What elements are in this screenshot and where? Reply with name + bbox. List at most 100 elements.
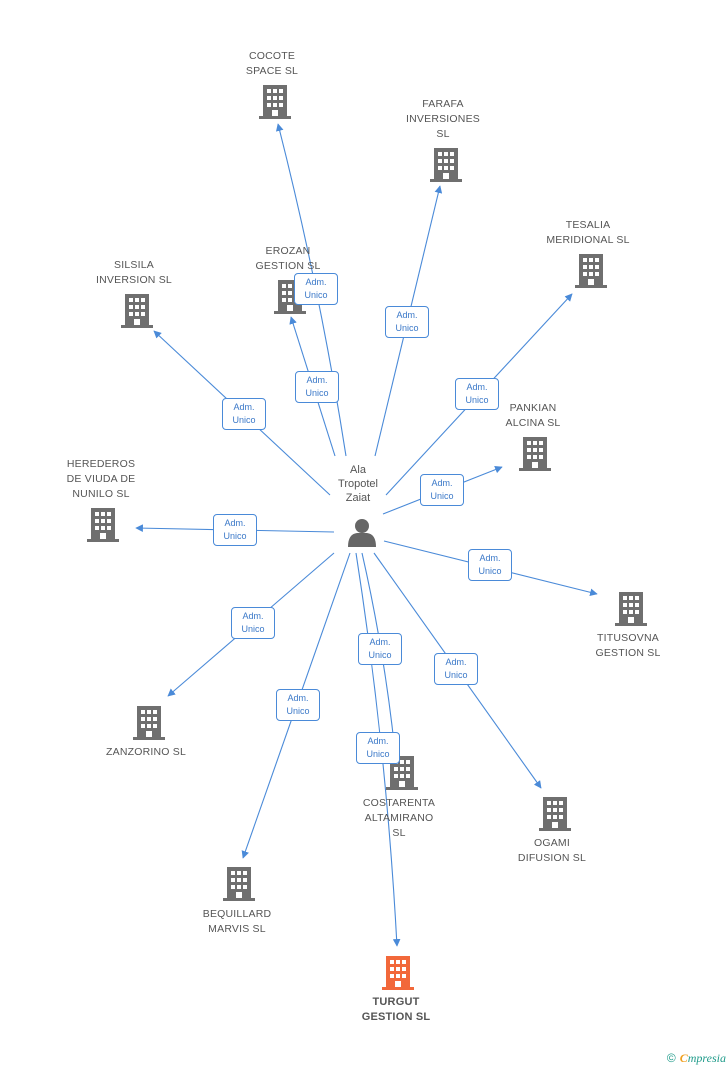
edge-label-silsila[interactable]: Adm. Unico xyxy=(222,398,266,430)
person-name-line: Ala xyxy=(350,464,366,476)
edge-label-line: Unico xyxy=(478,566,502,576)
company-name-line: ALTAMIRANO xyxy=(364,812,434,824)
edge-label-tesalia[interactable]: Adm. Unico xyxy=(455,378,499,410)
building-icon[interactable] xyxy=(133,706,165,740)
company-label-costarenta[interactable]: COSTARENTA ALTAMIRANO SL xyxy=(329,796,469,841)
company-name-line: PANKIAN xyxy=(509,402,557,414)
company-label-erozan[interactable]: EROZAN GESTION SL xyxy=(218,244,358,274)
company-name-line: ZANZORINO SL xyxy=(106,746,186,758)
person-name-line: Tropotel xyxy=(338,478,378,490)
edge-label-line: Unico xyxy=(305,388,329,398)
company-name-line: SILSILA xyxy=(114,259,154,271)
company-label-farafa[interactable]: FARAFA INVERSIONES SL xyxy=(373,97,513,142)
edge-label-line: Adm. xyxy=(306,375,328,385)
company-name-line: EROZAN xyxy=(265,245,311,257)
company-label-silsila[interactable]: SILSILA INVERSION SL xyxy=(64,258,204,288)
company-name-line: SPACE SL xyxy=(245,65,299,77)
building-icon[interactable] xyxy=(519,437,551,471)
building-icon[interactable] xyxy=(539,797,571,831)
edge-label-ogami[interactable]: Adm. Unico xyxy=(434,653,478,685)
edge-label-bequillard[interactable]: Adm. Unico xyxy=(276,689,320,721)
copyright-symbol: © xyxy=(666,1051,676,1065)
company-label-bequillard[interactable]: BEQUILLARD MARVIS SL xyxy=(167,907,307,937)
edge-label-line: Unico xyxy=(465,395,489,405)
edge-label-line: Unico xyxy=(430,491,454,501)
edge-label-line: Unico xyxy=(241,624,265,634)
edge-label-line: Adm. xyxy=(224,518,246,528)
edge-label-farafa[interactable]: Adm. Unico xyxy=(385,306,429,338)
person-name-line: Zaiat xyxy=(345,492,371,504)
edge-label-turgut[interactable]: Adm. Unico xyxy=(356,732,400,764)
company-name-line: SL xyxy=(436,128,450,140)
company-label-zanzorino[interactable]: ZANZORINO SL xyxy=(76,745,216,760)
footer-brand: ©Cmpresia xyxy=(667,1051,726,1066)
edge-label-line: Unico xyxy=(304,290,328,300)
brand-name: mpresia xyxy=(687,1051,726,1065)
company-name-line: MARVIS SL xyxy=(208,923,266,935)
building-icon[interactable] xyxy=(615,592,647,626)
building-icon[interactable] xyxy=(87,508,119,542)
company-name-line: TITUSOVNA xyxy=(597,632,659,644)
edge-label-line: Unico xyxy=(223,531,247,541)
edge-label-cocote[interactable]: Adm. Unico xyxy=(294,273,338,305)
building-icon[interactable] xyxy=(121,294,153,328)
company-name-line: FARAFA xyxy=(422,98,464,110)
edge-label-line: Unico xyxy=(368,650,392,660)
nodes-layer xyxy=(87,85,647,990)
company-name-line: ALCINA SL xyxy=(505,417,561,429)
edge-label-line: Adm. xyxy=(431,478,453,488)
company-name-line: GESTION SL xyxy=(255,260,321,272)
company-name-line: GESTION SL xyxy=(595,647,661,659)
company-label-herederos[interactable]: HEREDEROS DE VIUDA DE NUNILO SL xyxy=(31,457,171,502)
company-name-line: COSTARENTA xyxy=(362,797,436,809)
edge-label-pankian[interactable]: Adm. Unico xyxy=(420,474,464,506)
building-icon[interactable] xyxy=(575,254,607,288)
building-icon[interactable] xyxy=(223,867,255,901)
building-icon[interactable] xyxy=(430,148,462,182)
brand-initial: C xyxy=(679,1051,688,1065)
edge-label-line: Adm. xyxy=(305,277,327,287)
edge-label-zanzorino[interactable]: Adm. Unico xyxy=(231,607,275,639)
edge-label-line: Unico xyxy=(444,670,468,680)
edge-label-line: Adm. xyxy=(369,637,391,647)
edge-label-line: Adm. xyxy=(479,553,501,563)
person-icon[interactable] xyxy=(348,519,376,547)
company-name-line: MERIDIONAL SL xyxy=(546,234,630,246)
edge-label-titusovna[interactable]: Adm. Unico xyxy=(468,549,512,581)
edge-label-line: Unico xyxy=(366,749,390,759)
company-name-line: SL xyxy=(392,827,406,839)
edge-label-herederos[interactable]: Adm. Unico xyxy=(213,514,257,546)
edge-label-line: Adm. xyxy=(367,736,389,746)
edge-label-line: Adm. xyxy=(233,402,255,412)
edge-label-line: Adm. xyxy=(287,693,309,703)
edge-label-line: Adm. xyxy=(396,310,418,320)
company-name-line: TESALIA xyxy=(565,219,611,231)
building-icon[interactable] xyxy=(382,956,414,990)
edge-label-line: Unico xyxy=(286,706,310,716)
company-label-tesalia[interactable]: TESALIA MERIDIONAL SL xyxy=(518,218,658,248)
building-icon[interactable] xyxy=(259,85,291,119)
company-name-line: HEREDEROS xyxy=(66,458,136,470)
company-name-line: DE VIUDA DE xyxy=(66,473,136,485)
edge-label-erozan[interactable]: Adm. Unico xyxy=(295,371,339,403)
edge-label-line: Unico xyxy=(395,323,419,333)
company-name-line: OGAMI xyxy=(533,837,570,849)
company-label-ogami[interactable]: OGAMI DIFUSION SL xyxy=(482,836,622,866)
edge-label-line: Unico xyxy=(232,415,256,425)
edge-label-costarenta[interactable]: Adm. Unico xyxy=(358,633,402,665)
company-name-line: INVERSION SL xyxy=(96,274,172,286)
company-name-line: INVERSIONES xyxy=(406,113,480,125)
edge-label-line: Adm. xyxy=(466,382,488,392)
company-name-line: DIFUSION SL xyxy=(517,852,587,864)
company-name-line: GESTION SL xyxy=(361,1011,431,1023)
company-name-line: NUNILO SL xyxy=(72,488,130,500)
company-name-line: BEQUILLARD xyxy=(202,908,272,920)
company-label-titusovna[interactable]: TITUSOVNA GESTION SL xyxy=(558,631,698,661)
edge-label-line: Adm. xyxy=(445,657,467,667)
company-label-pankian[interactable]: PANKIAN ALCINA SL xyxy=(463,401,603,431)
edge-label-line: Adm. xyxy=(242,611,264,621)
